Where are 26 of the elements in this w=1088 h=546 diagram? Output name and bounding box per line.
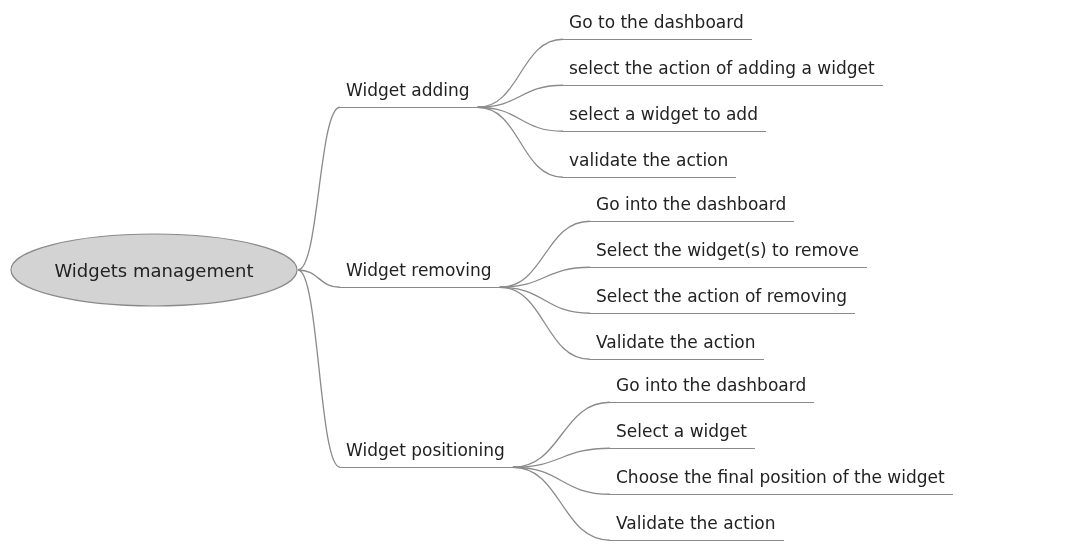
branch-connector	[499, 220, 591, 288]
topic-underline: Validate the action	[610, 512, 784, 541]
topic-label: Widgets management	[54, 259, 254, 281]
topic-underline: select a widget to add	[563, 103, 766, 132]
topic-underline: validate the action	[563, 149, 737, 178]
branch-connector	[297, 269, 341, 468]
topic-underline: Go to the dashboard	[563, 11, 752, 40]
branch-connector	[476, 38, 564, 108]
topic-underline: Select the widget(s) to remove	[590, 239, 868, 268]
topic-underline: Widget adding	[340, 79, 478, 108]
topic-underline: select the action of adding a widget	[563, 57, 883, 86]
branch-connector	[297, 269, 341, 288]
topic-underline: Widget positioning	[340, 439, 513, 468]
topic-underline: Widget removing	[340, 259, 500, 288]
branch-connector	[476, 106, 564, 178]
branch-connector	[499, 286, 591, 360]
branch-connector	[512, 466, 611, 541]
topic-underline: Go into the dashboard	[610, 374, 815, 403]
topic-ellipse	[10, 233, 298, 307]
topic-underline: Validate the action	[590, 331, 764, 360]
branch-connector	[297, 106, 341, 271]
topic-underline: Select a widget	[610, 420, 755, 449]
topic-underline: Go into the dashboard	[590, 193, 795, 222]
topic-underline: Select the action of removing	[590, 285, 856, 314]
topic-underline: Choose the final position of the widget	[610, 466, 953, 495]
branch-connector	[512, 401, 611, 468]
